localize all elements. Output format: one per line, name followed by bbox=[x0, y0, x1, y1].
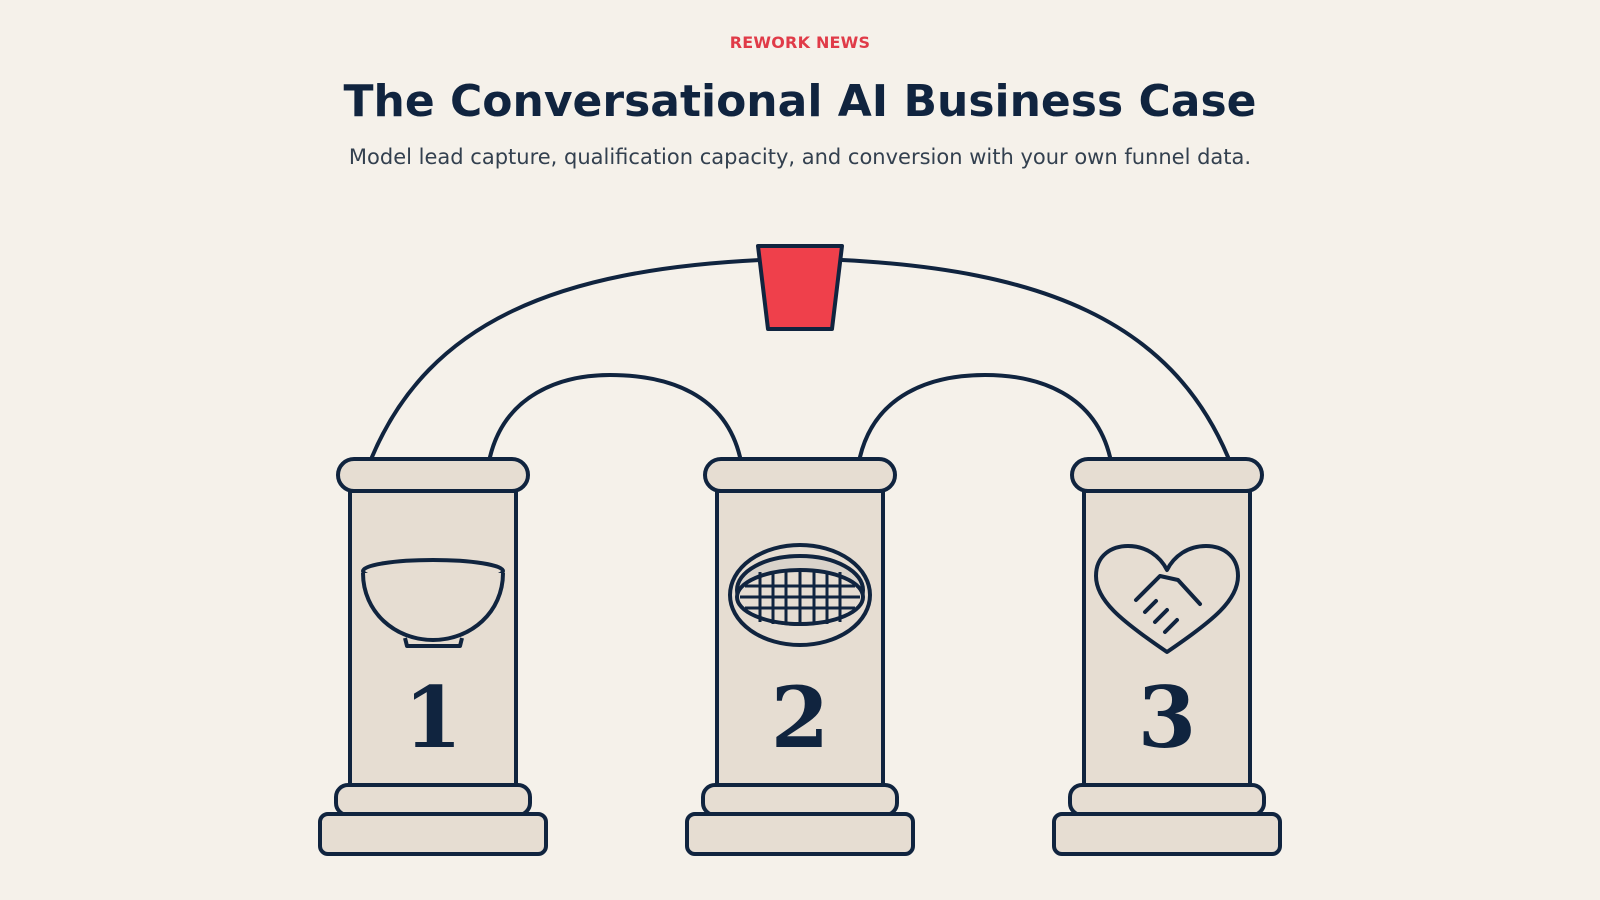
bowl-icon bbox=[361, 558, 505, 648]
keystone-icon bbox=[756, 244, 844, 331]
heart-handshake-icon bbox=[1094, 544, 1240, 654]
pillar-3-number: 3 bbox=[1138, 668, 1196, 767]
sieve-icon bbox=[728, 543, 872, 647]
inner-arch-left bbox=[488, 372, 742, 459]
outer-arch bbox=[370, 258, 762, 459]
brand-label: REWORK NEWS bbox=[729, 33, 871, 52]
page-title: The Conversational AI Business Case bbox=[343, 76, 1257, 127]
pillar-2 bbox=[685, 457, 915, 856]
pillar-2-number: 2 bbox=[771, 668, 829, 767]
pillar-1-number: 1 bbox=[404, 668, 462, 767]
outer-arch-right bbox=[840, 258, 1230, 459]
page-subtitle: Model lead capture, qualification capaci… bbox=[348, 145, 1252, 169]
inner-arch-right bbox=[858, 372, 1112, 459]
pillar-1 bbox=[318, 457, 548, 856]
pillar-3 bbox=[1052, 457, 1282, 856]
